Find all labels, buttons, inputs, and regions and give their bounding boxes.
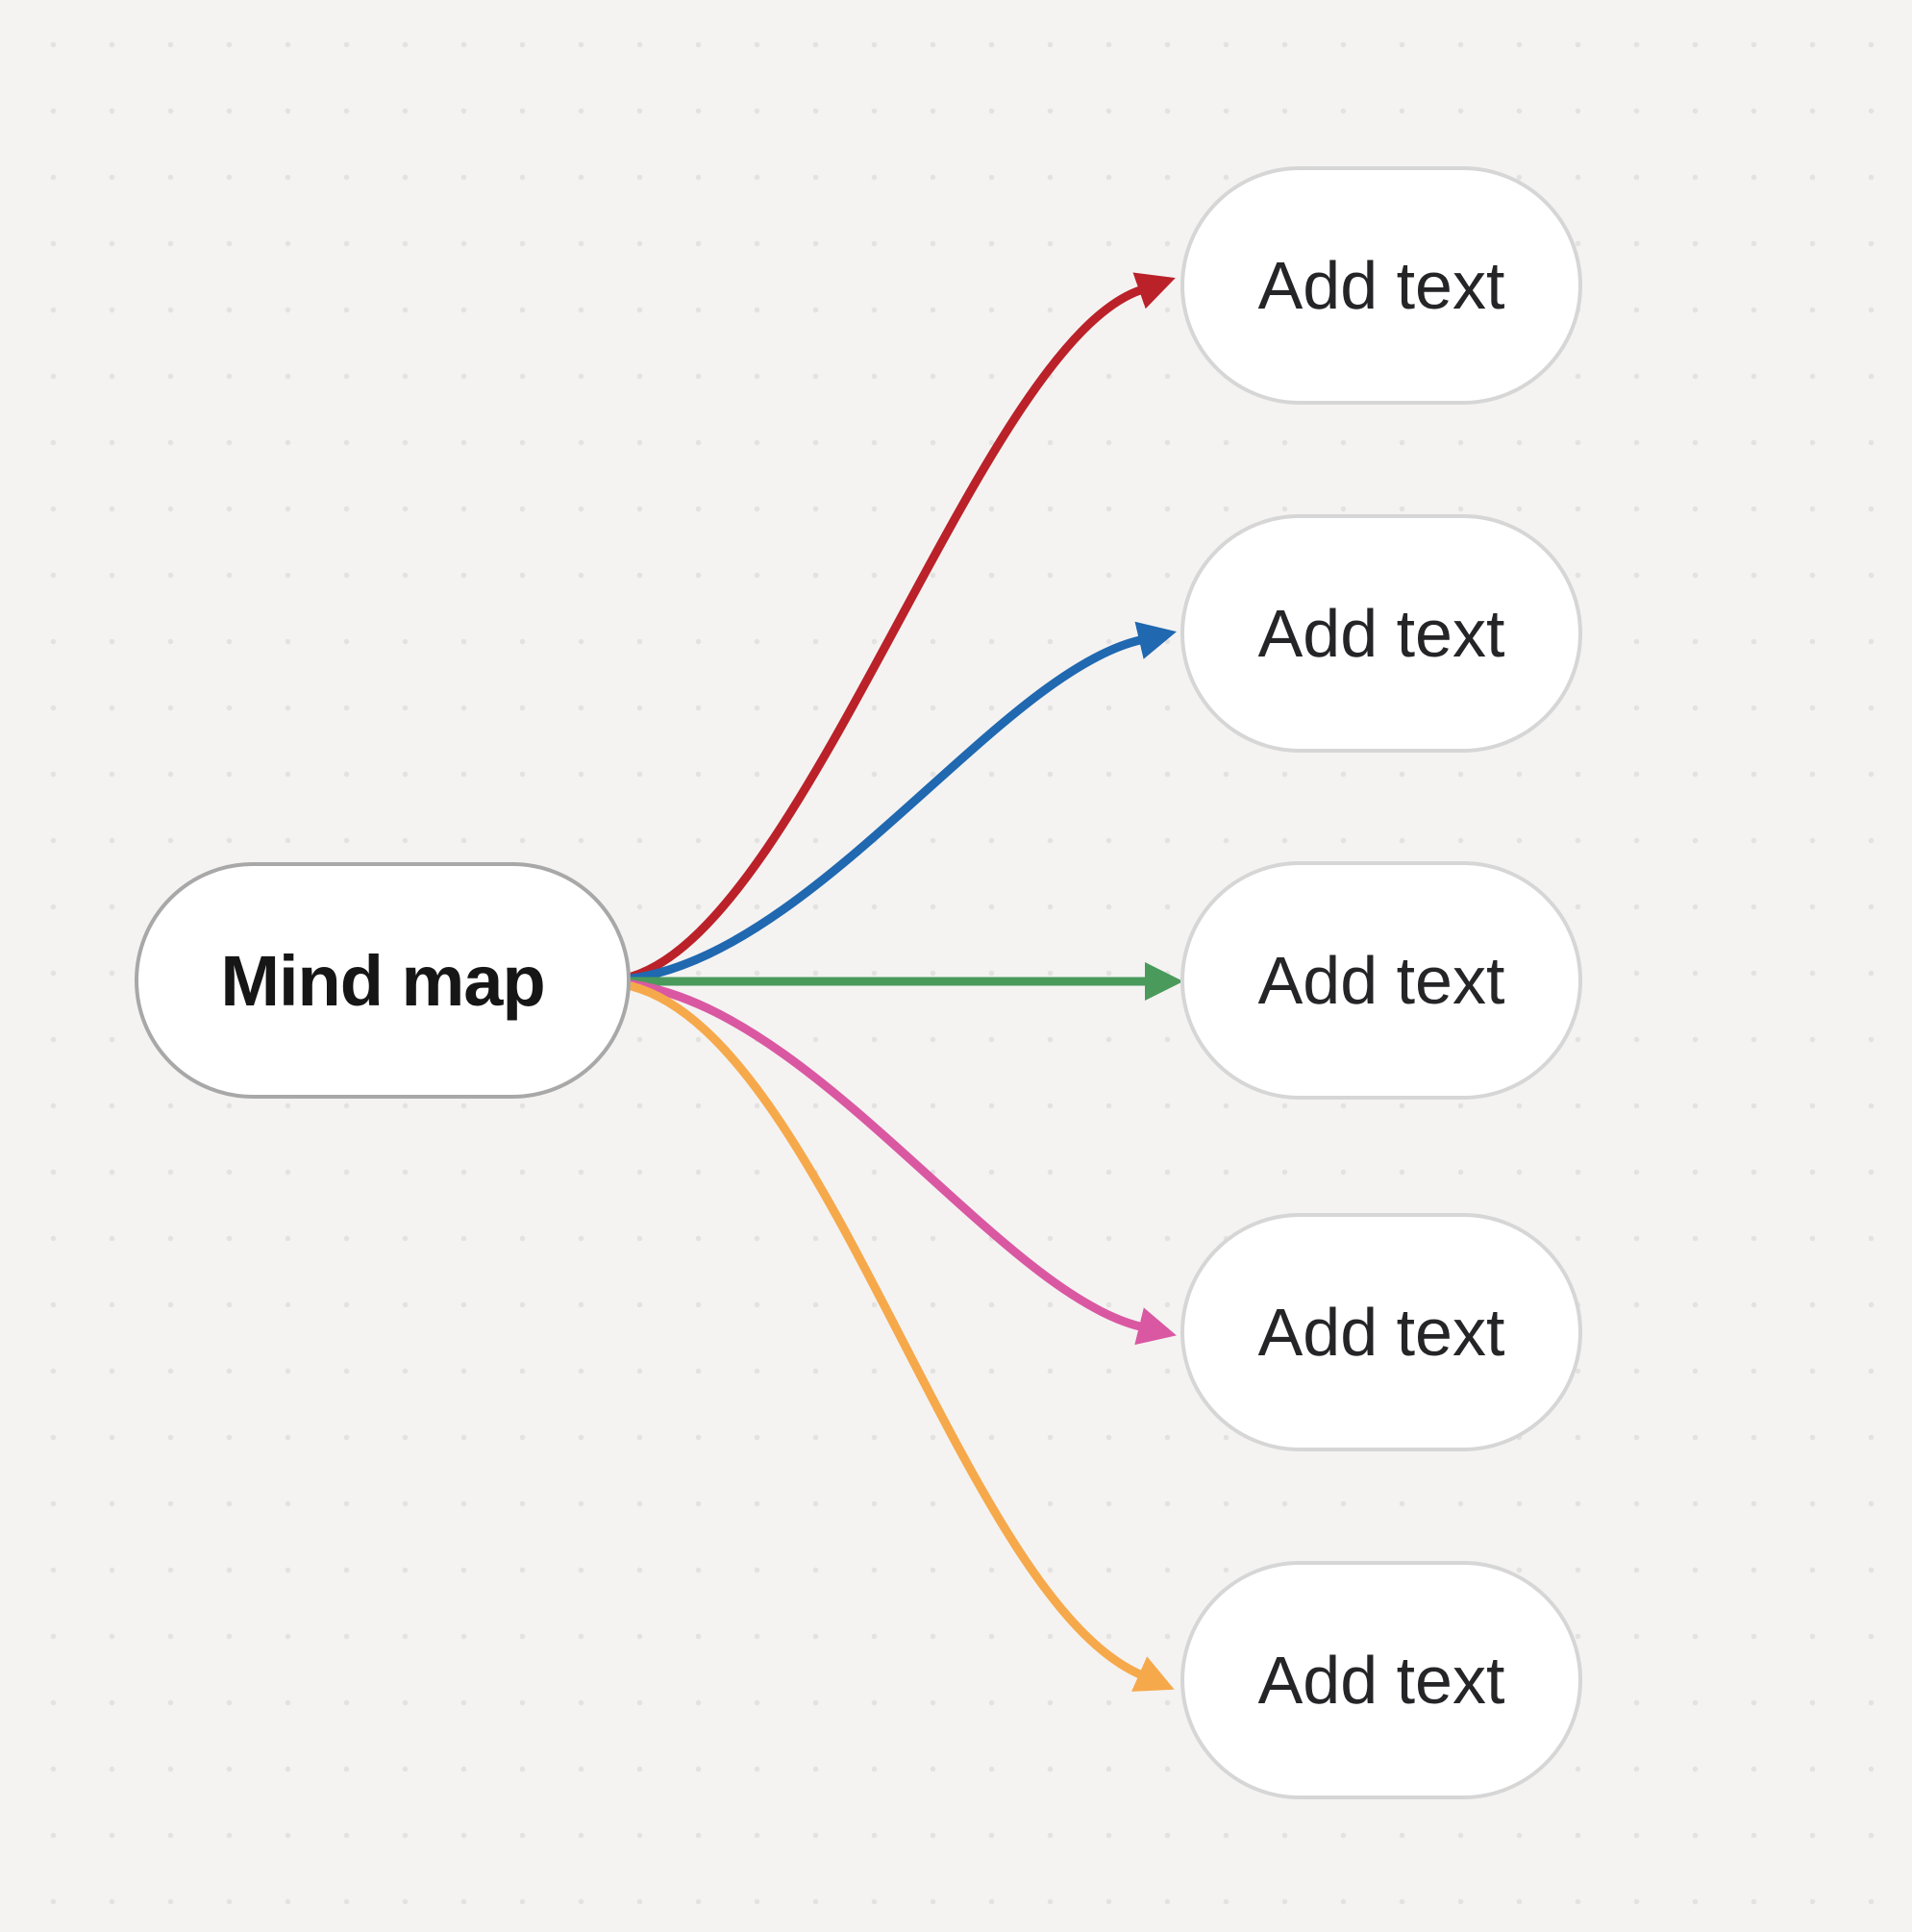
root-node-label: Mind map bbox=[220, 940, 545, 1021]
connector-branch-5[interactable] bbox=[627, 981, 1175, 1692]
branch-node-label: Add text bbox=[1257, 596, 1505, 671]
branch-node-1[interactable]: Add text bbox=[1180, 166, 1582, 405]
branch-node-4[interactable]: Add text bbox=[1180, 1213, 1582, 1451]
connector-branch-4[interactable] bbox=[627, 979, 1177, 1346]
branch-node-label: Add text bbox=[1257, 1295, 1505, 1370]
branch-node-label: Add text bbox=[1257, 1643, 1505, 1718]
connector-branch-1[interactable] bbox=[627, 272, 1176, 981]
branch-node-2[interactable]: Add text bbox=[1180, 514, 1582, 753]
branch-node-3[interactable]: Add text bbox=[1180, 861, 1582, 1100]
branch-node-label: Add text bbox=[1257, 248, 1505, 323]
branch-node-5[interactable]: Add text bbox=[1180, 1561, 1582, 1799]
root-node[interactable]: Mind map bbox=[135, 862, 631, 1099]
connector-branch-2[interactable] bbox=[627, 621, 1177, 983]
branch-node-label: Add text bbox=[1257, 943, 1505, 1018]
